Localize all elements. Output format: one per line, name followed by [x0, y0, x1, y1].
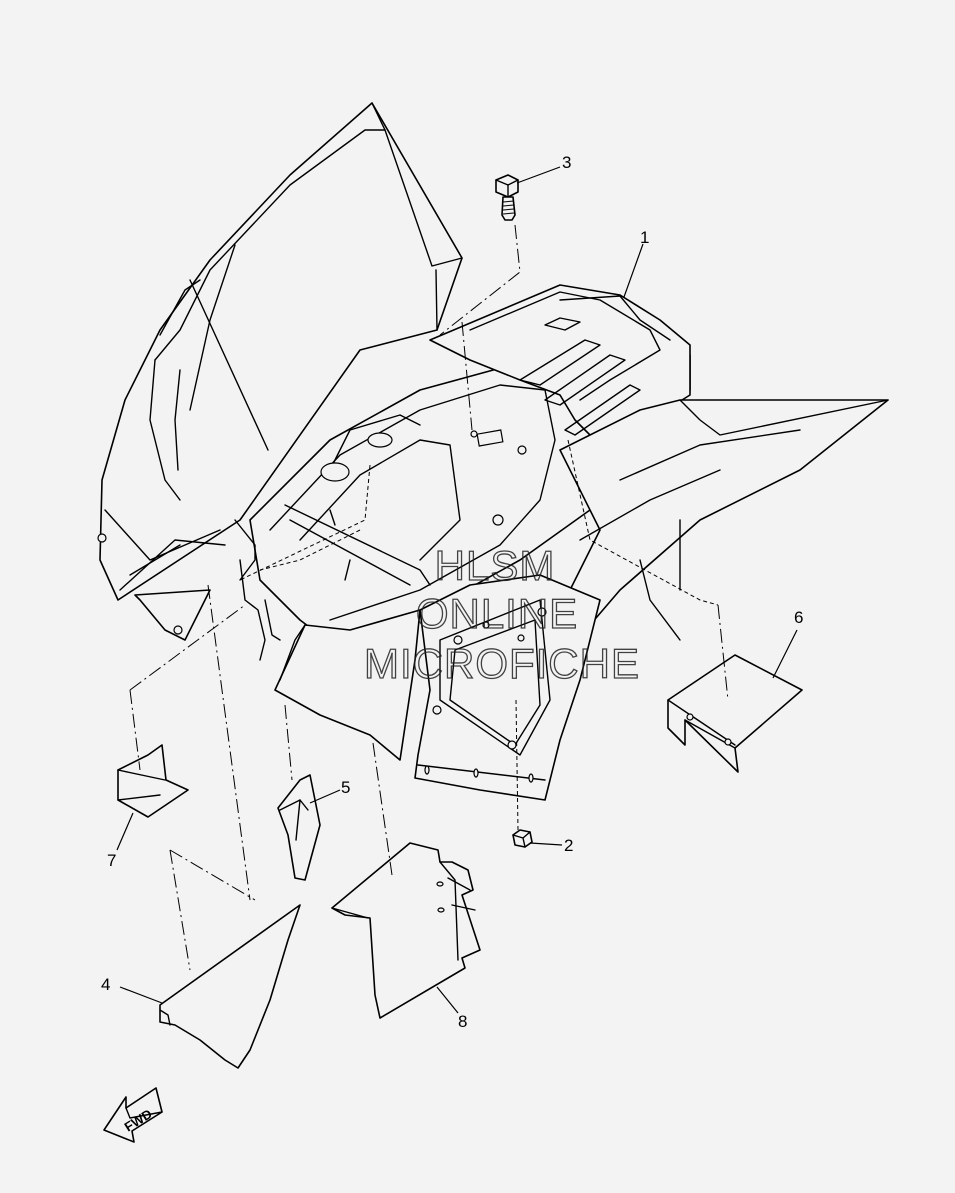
leader-lines — [116, 166, 798, 1014]
callout-3: 3 — [562, 153, 571, 172]
watermark-line-1: HLSM — [435, 542, 556, 589]
plate-part-8 — [331, 842, 481, 1019]
callout-4: 4 — [101, 975, 110, 994]
callout-8: 8 — [458, 1012, 467, 1031]
fwd-arrow-icon: FWD — [103, 1087, 163, 1143]
watermark: HLSM ONLINE MICROFICHE — [363, 541, 640, 687]
callout-5: 5 — [341, 778, 350, 797]
callout-2: 2 — [564, 836, 573, 855]
alignment-lines — [129, 224, 729, 971]
watermark-line-3: MICROFICHE — [364, 640, 640, 687]
callout-7: 7 — [107, 851, 116, 870]
flap-part-4 — [159, 904, 301, 1069]
plate-part-6 — [667, 654, 803, 773]
callout-6: 6 — [794, 608, 803, 627]
bracket-part-7 — [117, 744, 189, 818]
watermark-line-2: ONLINE — [416, 590, 578, 637]
bracket-part-5 — [277, 774, 321, 881]
nut-part-2 — [512, 829, 533, 848]
callout-labels: 1 2 3 4 5 6 7 8 — [101, 153, 803, 1031]
callout-1: 1 — [640, 228, 649, 247]
rear-fender-part-1 — [97, 102, 889, 801]
bolt-part-3 — [495, 174, 519, 221]
